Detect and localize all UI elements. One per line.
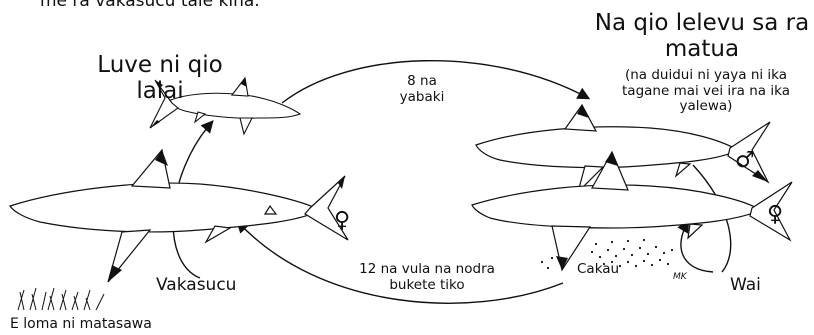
adult-note-line1: (na duidui ni yaya ni ika — [598, 68, 814, 84]
years-line1: 8 na — [392, 74, 452, 90]
adult-note-line3: yalewa) — [598, 99, 814, 115]
juvenile-title-line2: lalai — [80, 78, 240, 104]
years-line2: yabaki — [392, 90, 452, 106]
male-symbol: ♂ — [735, 148, 755, 173]
adult-title-line1: Na qio lelevu sa ra — [590, 10, 814, 36]
gestation-label: 12 na vula na nodra bukete tiko — [352, 262, 502, 293]
reef-label: Cakau — [577, 262, 619, 278]
seagrass — [18, 288, 104, 310]
water-label: Wai — [730, 276, 761, 296]
seagrass-label: E loma ni matasawa — [10, 316, 152, 332]
adult-note: (na duidui ni yaya ni ika tagane mai vei… — [598, 68, 814, 115]
gestation-line2: bukete tiko — [352, 278, 502, 294]
adult-title-line2: matua — [590, 36, 814, 62]
gestation-line1: 12 na vula na nodra — [352, 262, 502, 278]
artist-initials: MK — [673, 272, 687, 282]
top-clipped-text: me ra vakasucu tale kina. — [40, 0, 260, 12]
adult-title: Na qio lelevu sa ra matua — [590, 10, 814, 63]
adult-note-line2: tagane mai vei ira na ika — [598, 84, 814, 100]
female-shark-left — [10, 150, 348, 282]
female-symbol-right: ♀ — [767, 202, 783, 227]
juvenile-title: Luve ni qio lalai — [80, 52, 240, 105]
juvenile-title-line1: Luve ni qio — [80, 52, 240, 78]
female-symbol-left: ♀ — [334, 208, 350, 233]
years-label: 8 na yabaki — [392, 74, 452, 105]
birth-label: Vakasucu — [156, 276, 236, 296]
